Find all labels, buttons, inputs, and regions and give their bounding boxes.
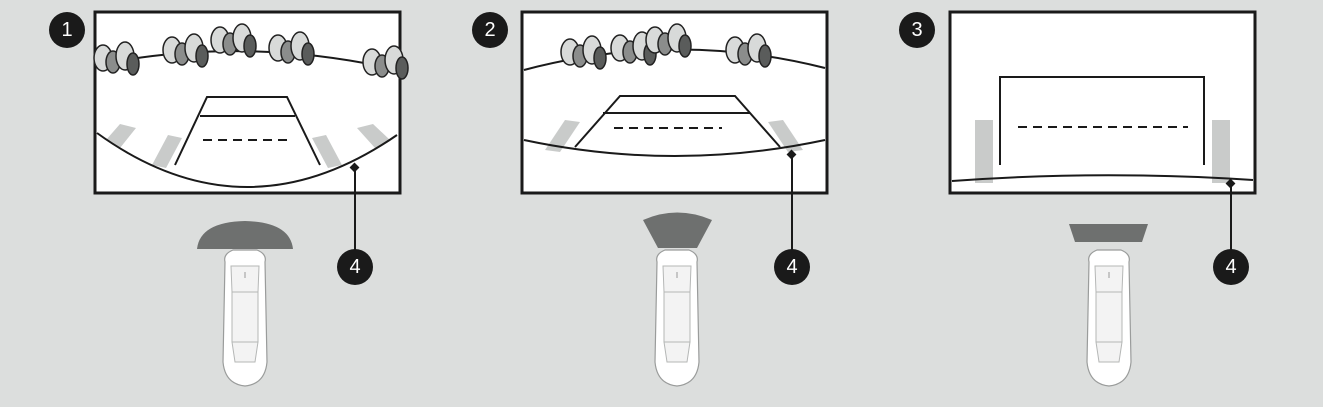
parking-stripe	[768, 120, 803, 152]
step-label: 2	[484, 19, 495, 41]
step-badge-1	[49, 12, 85, 48]
car-icon	[1086, 249, 1132, 387]
guide-lines	[999, 76, 1205, 165]
bumper-line	[951, 174, 1254, 182]
callout-marker	[786, 149, 797, 160]
coverage-area	[1069, 224, 1148, 242]
callout-marker	[1225, 178, 1236, 189]
coverage-area	[197, 221, 293, 249]
callout-label: 4	[1225, 256, 1236, 278]
guide-lines	[574, 95, 781, 148]
car-icon	[222, 249, 268, 387]
car-icon	[654, 249, 700, 387]
panel-1-wide-view: 1 4	[49, 10, 409, 387]
bumper-line	[523, 139, 826, 157]
parking-stripe	[975, 120, 993, 183]
bumper-line	[96, 132, 398, 188]
parking-stripe	[152, 135, 182, 168]
step-label: 1	[61, 19, 72, 41]
parking-stripe	[312, 135, 342, 168]
callout-label: 4	[786, 256, 797, 278]
callout-badge-4	[1213, 249, 1249, 285]
parking-stripe	[357, 124, 390, 148]
callout-badge-4	[337, 249, 373, 285]
coverage-area	[643, 212, 712, 248]
callout-marker	[349, 162, 360, 173]
parking-stripe	[545, 120, 580, 152]
guide-lines	[174, 96, 321, 166]
step-label: 3	[911, 19, 922, 41]
camera-screen	[948, 10, 1257, 195]
step-badge-3	[899, 12, 935, 48]
panel-3-top-view: 3 4	[899, 10, 1257, 387]
parking-stripe	[106, 124, 136, 148]
panel-2-normal-view: 2 4	[472, 10, 829, 387]
step-badge-2	[472, 12, 508, 48]
callout-label: 4	[349, 256, 360, 278]
callout-badge-4	[774, 249, 810, 285]
parking-stripe	[1212, 120, 1230, 183]
